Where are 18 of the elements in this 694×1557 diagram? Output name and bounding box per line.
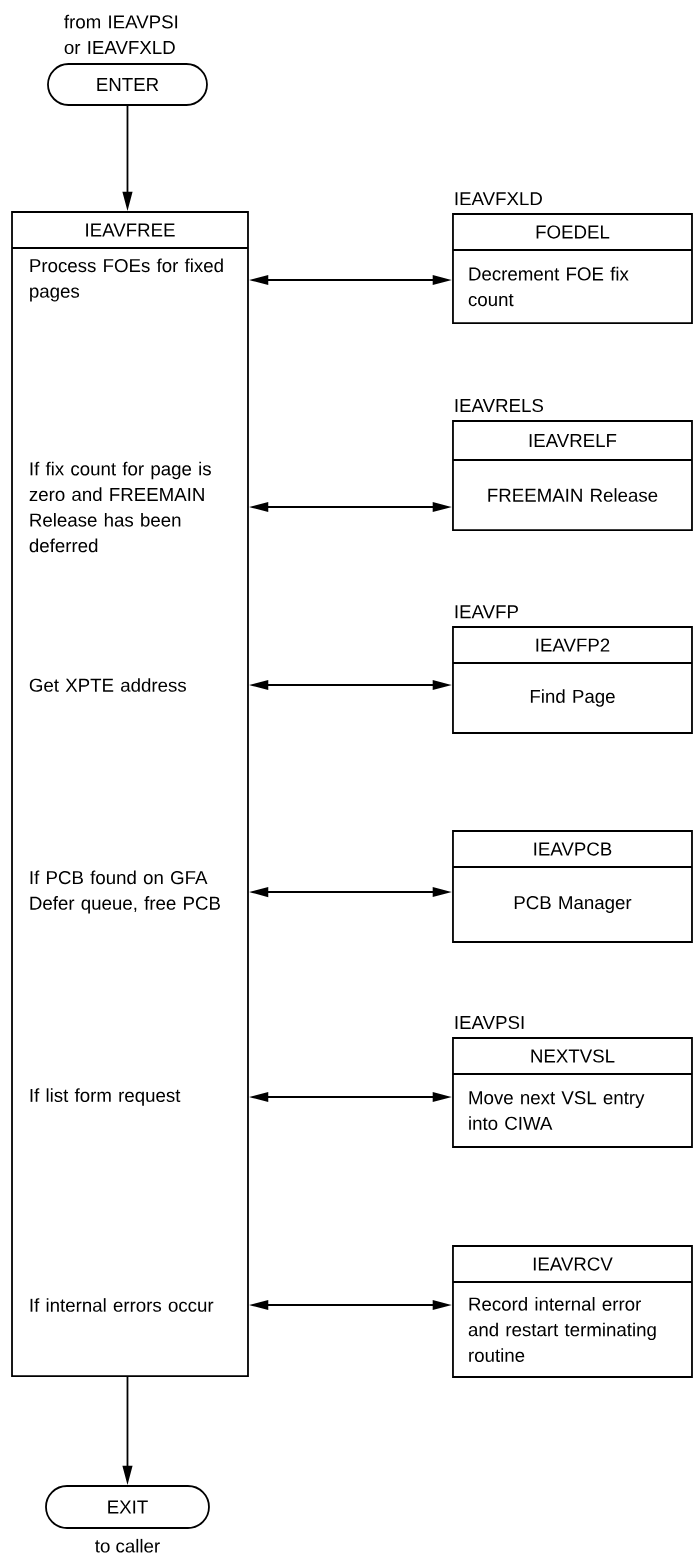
module-name: IEAVRELS [455,398,543,413]
module-name: IEAVFP [455,605,518,619]
step-text: Get XPTE address [29,678,186,692]
module-box: IEAVFP2 Find Page [452,626,693,734]
module-box: NEXTVSL Move next VSL entry into CIWA [452,1037,693,1148]
step-text: If internal errors occur [30,1298,214,1312]
module-box: IEAVRCV Record internal error and restart terminating routine [452,1245,693,1378]
step-text: Process FOEs for fixed pages [30,258,223,302]
step-text: If PCB found on GFA Defer queue, free PCB [30,870,220,914]
module-box: IEAVRELF FREEMAIN Release [452,420,693,531]
module-box: FOEDEL Decrement FOE fix count [452,213,693,324]
note-text: from IEAVPSI or IEAVFXLD [64,14,178,55]
module-box: IEAVPCB PCB Manager [452,830,693,943]
module-name: IEAVFXLD [455,192,542,206]
step-text: If fix count for page is zero and FREEMAIN Release has been deferred [29,461,211,553]
note-text: to caller [95,1538,160,1553]
module-name: IEAVPSI [455,1015,524,1030]
step-text: If list form request [30,1088,181,1106]
